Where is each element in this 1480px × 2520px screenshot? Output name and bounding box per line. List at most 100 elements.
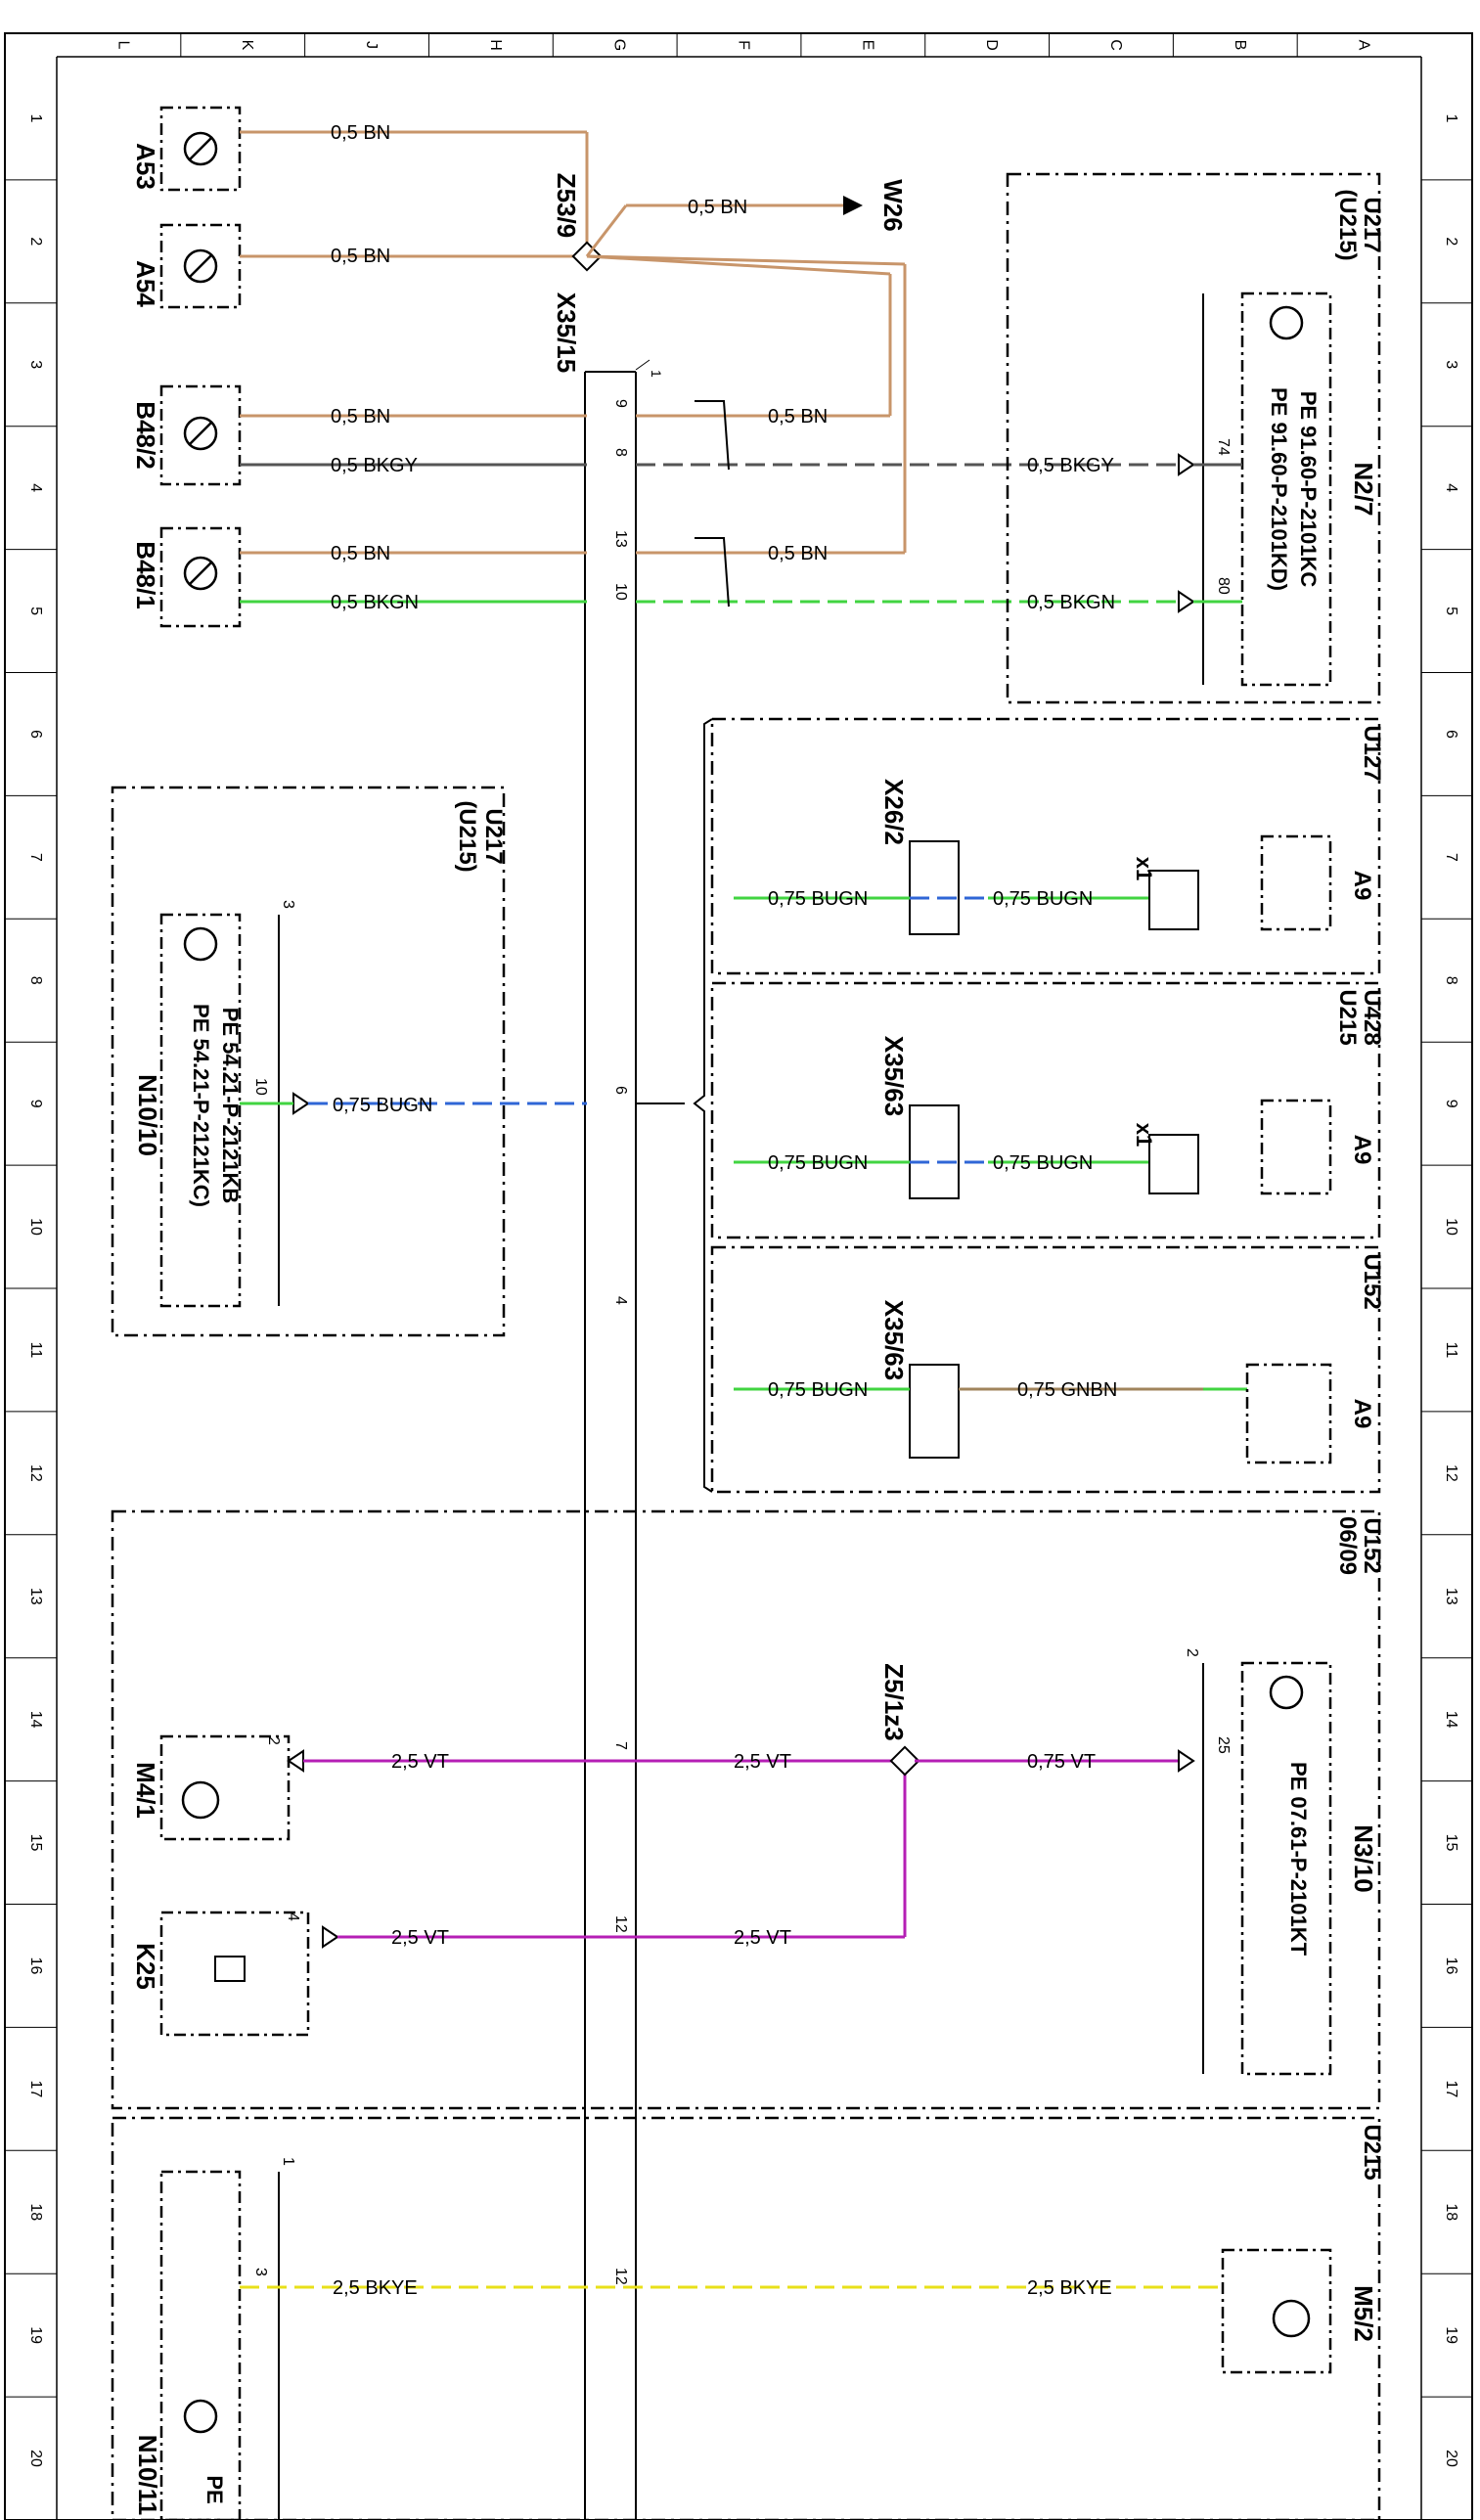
wire-label: 0,5 BN	[331, 246, 390, 267]
wire-label: 0,75 BUGN	[333, 1095, 432, 1116]
component-label-b48-2: B48/2	[131, 401, 160, 469]
row-label: 20	[27, 2450, 44, 2467]
pe-ref-n2-7-2: PE 91.60-P-2101KD)	[1267, 387, 1291, 591]
wire-label: 0,75 BUGN	[768, 1379, 868, 1401]
wire-label: 0,5 BN	[768, 543, 828, 564]
row-label: 15	[27, 1834, 44, 1852]
pin-label: 1	[280, 2157, 296, 2166]
pin-label: 9	[612, 399, 629, 408]
row-label: 16	[1443, 1958, 1459, 1975]
wire-label: 0,75 BUGN	[768, 1152, 868, 1174]
component-label-b48-1: B48/1	[131, 541, 160, 608]
row-label: 17	[27, 2080, 44, 2097]
u215-label: U215	[1359, 2124, 1385, 2180]
u217-label: U217	[480, 808, 507, 864]
pin-label: 80	[1215, 577, 1232, 595]
pe-ref-n2-7-1: PE 91.60-P-2101KC	[1296, 391, 1321, 588]
module-u152-0609: U152 06/09 M4/1 2,5 VT 2,5 VT 2 7 K25 2,…	[111, 1509, 1385, 2110]
row-label: 16	[27, 1958, 44, 1975]
row-label: 13	[1443, 1588, 1459, 1605]
row-label: 8	[27, 976, 44, 985]
sensors-top: A53 0,5 BN A54 0,5 BN B48/2 0,5 BN 0,5 B…	[131, 106, 587, 628]
row-label: 2	[27, 237, 44, 246]
variant-group: U127 X26/2 0,75 BUGN 0,75 BUGN x1 A9 U42…	[693, 717, 1385, 1494]
row-label: 8	[1443, 976, 1459, 985]
module-n10-10: U217 (U215) PE 54.21-P-2121KB PE 54.21-P…	[111, 786, 685, 1337]
wire-label: 0,75 BUGN	[993, 1152, 1093, 1174]
row-label: 6	[1443, 730, 1459, 739]
border-frame	[4, 32, 1473, 2520]
column-label: L	[114, 41, 131, 50]
wire-label: 0,5 BKGY	[331, 455, 418, 476]
connector-bus: 1	[584, 359, 664, 2520]
u428-label: U428	[1359, 989, 1385, 1045]
row-label: 18	[27, 2203, 44, 2221]
pin-label: 1	[649, 370, 664, 378]
pin-label: 74	[1215, 438, 1232, 456]
row-label: 4	[1443, 483, 1459, 492]
row-label: 7	[27, 853, 44, 862]
row-label: 18	[1443, 2203, 1459, 2221]
row-label: 5	[1443, 607, 1459, 615]
row-label: 4	[27, 483, 44, 492]
row-label: 10	[1443, 1218, 1459, 1236]
component-label-x26-2: X26/2	[879, 779, 909, 845]
component-label-n3-10: N3/10	[1349, 1824, 1378, 1892]
u152-label: U152	[1359, 1517, 1385, 1573]
pin-label: 4	[612, 1296, 629, 1305]
row-label: 9	[1443, 1100, 1459, 1108]
pin-label: 2	[265, 1736, 282, 1745]
wire-label: 0,5 BKGN	[1027, 592, 1115, 613]
pe-ref-n3-10: PE 07.61-P-2101KT	[1286, 1762, 1311, 1957]
component-label-a53: A53	[131, 143, 160, 190]
row-label: 14	[1443, 1711, 1459, 1729]
row-label: 6	[27, 730, 44, 739]
row-label: 19	[1443, 2326, 1459, 2344]
wire-label: 0,5 BN	[768, 406, 828, 428]
wire-label: 0,75 BUGN	[993, 888, 1093, 910]
pin-label: 10	[252, 1078, 269, 1096]
component-label-n10-11: N10/11	[133, 2435, 162, 2515]
component-label-m4-1: M4/1	[131, 1762, 160, 1819]
component-label-m5-2: M5/2	[1349, 2285, 1378, 2342]
u215-label: U215	[1334, 989, 1361, 1045]
pin-label: 6	[612, 1086, 629, 1095]
row-label: 12	[1443, 1464, 1459, 1482]
wire-label: 2,5 VT	[391, 1751, 449, 1773]
column-label: G	[611, 39, 628, 51]
row-label: 3	[1443, 360, 1459, 369]
pe-ref-n10-11: PE	[202, 2475, 227, 2503]
wire-label: 2,5 BKYE	[333, 2277, 418, 2299]
component-label-z53-9: Z53/9	[552, 173, 581, 239]
wire-label: 0,5 BKGN	[331, 592, 419, 613]
row-label: 9	[27, 1100, 44, 1108]
x1-label: x1	[1132, 857, 1156, 880]
module-u215-bottom: U215 N10/11 PE 2,5 BKYE 2,5 BKYE 3 12 1 …	[111, 2116, 1385, 2520]
row-label: 1	[27, 113, 44, 122]
splice-z53-9: 0,5 BN W26 Z53/9 X35/15 0,5 BN 0,5 BN 0,…	[411, 130, 1179, 613]
wire-label: 2,5 BKYE	[1027, 2277, 1112, 2299]
wire-label: 0,5 BN	[331, 406, 390, 428]
column-label: J	[363, 41, 380, 49]
u152-note: 06/09	[1334, 1516, 1361, 1575]
pin-label: 10	[612, 583, 629, 601]
row-label: 7	[1443, 853, 1459, 862]
u152-label: U152	[1359, 1253, 1385, 1309]
u127-label: U127	[1359, 725, 1385, 781]
pe-ref-n10-10-1: PE 54.21-P-2121KB	[218, 1008, 243, 1204]
wire-label: 0,75 VT	[1027, 1751, 1096, 1773]
component-label-w26: W26	[878, 179, 908, 231]
component-label-x35-15: X35/15	[552, 292, 581, 373]
row-label: 15	[1443, 1834, 1459, 1852]
row-label: 3	[27, 360, 44, 369]
pin-label: 12	[612, 1915, 629, 1933]
component-label-z5-1z3: Z5/1z3	[879, 1663, 909, 1741]
component-label-k25: K25	[131, 1943, 160, 1990]
u215-label: (U215)	[454, 800, 480, 872]
pin-label: 8	[612, 448, 629, 457]
pin-label: 7	[612, 1741, 629, 1750]
column-label: B	[1232, 40, 1248, 51]
column-label: C	[1107, 39, 1124, 51]
